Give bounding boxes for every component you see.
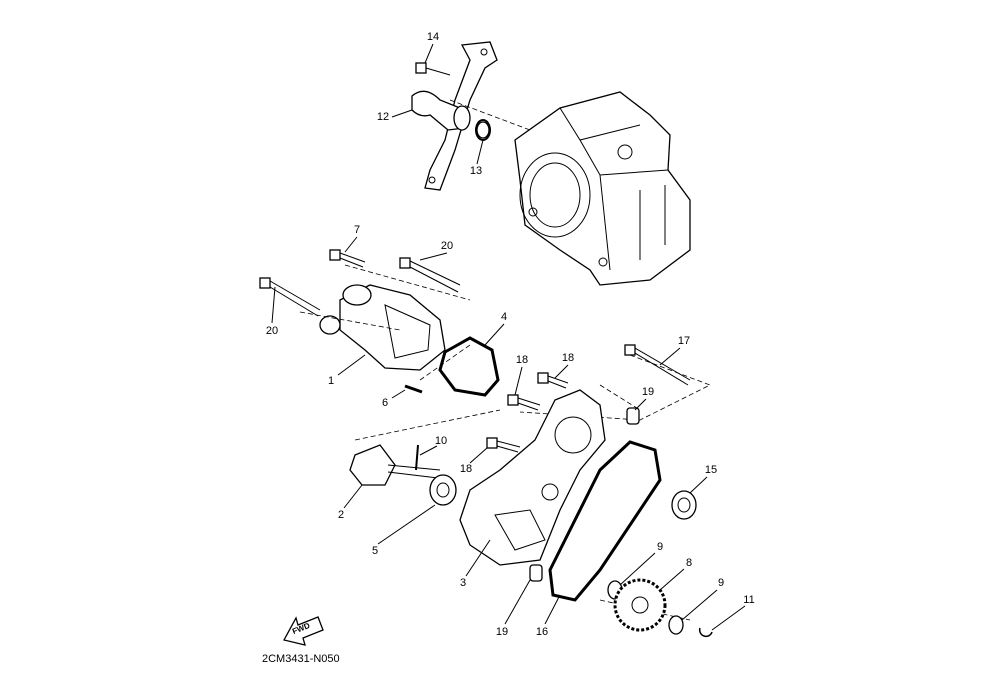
part-label: 4 — [500, 311, 508, 323]
bolt-14 — [415, 62, 451, 76]
part-label: 19 — [495, 626, 509, 638]
part-label: 17 — [677, 335, 691, 347]
part-label: 20 — [440, 240, 454, 252]
part-label: 19 — [641, 386, 655, 398]
part-label: 11 — [743, 594, 755, 606]
bolts-cover — [486, 344, 691, 453]
dowel-19a — [626, 407, 640, 425]
part-label: 8 — [685, 557, 693, 569]
cylinder-block — [514, 91, 691, 286]
part-label: 2 — [337, 509, 345, 521]
part-label: 6 — [381, 397, 389, 409]
dowel-pin-6 — [404, 384, 423, 394]
part-label: 18 — [561, 352, 575, 364]
water-pipe-bracket — [411, 41, 498, 191]
part-label: 14 — [426, 31, 440, 43]
part-label: 7 — [353, 224, 361, 236]
water-pump-housing — [319, 284, 446, 371]
part-label: 16 — [535, 626, 549, 638]
diagram-code: 2CM3431-N050 — [262, 653, 340, 665]
part-label: 1 — [327, 375, 335, 387]
pump-cover — [459, 389, 606, 566]
dowel-19b — [529, 564, 543, 582]
oil-seal-15 — [671, 490, 697, 520]
part-label: 20 — [265, 325, 279, 337]
part-label: 18 — [515, 354, 529, 366]
part-label: 3 — [459, 577, 467, 589]
bolts-upper — [259, 249, 461, 317]
gasket-4 — [438, 336, 500, 397]
part-label: 5 — [371, 545, 379, 557]
gear-8 — [613, 578, 667, 632]
part-label: 13 — [469, 165, 483, 177]
part-label: 15 — [704, 464, 718, 476]
part-label: 12 — [376, 111, 390, 123]
part-label: 10 — [434, 435, 448, 447]
fwd-arrow-icon — [283, 616, 324, 646]
circlip-11 — [698, 627, 713, 638]
part-label: 18 — [459, 463, 473, 475]
part-label: 9 — [717, 577, 725, 589]
o-ring-16 — [548, 440, 662, 602]
impeller-shaft — [349, 444, 457, 506]
part-label: 9 — [656, 541, 664, 553]
washer-9b — [668, 615, 684, 635]
